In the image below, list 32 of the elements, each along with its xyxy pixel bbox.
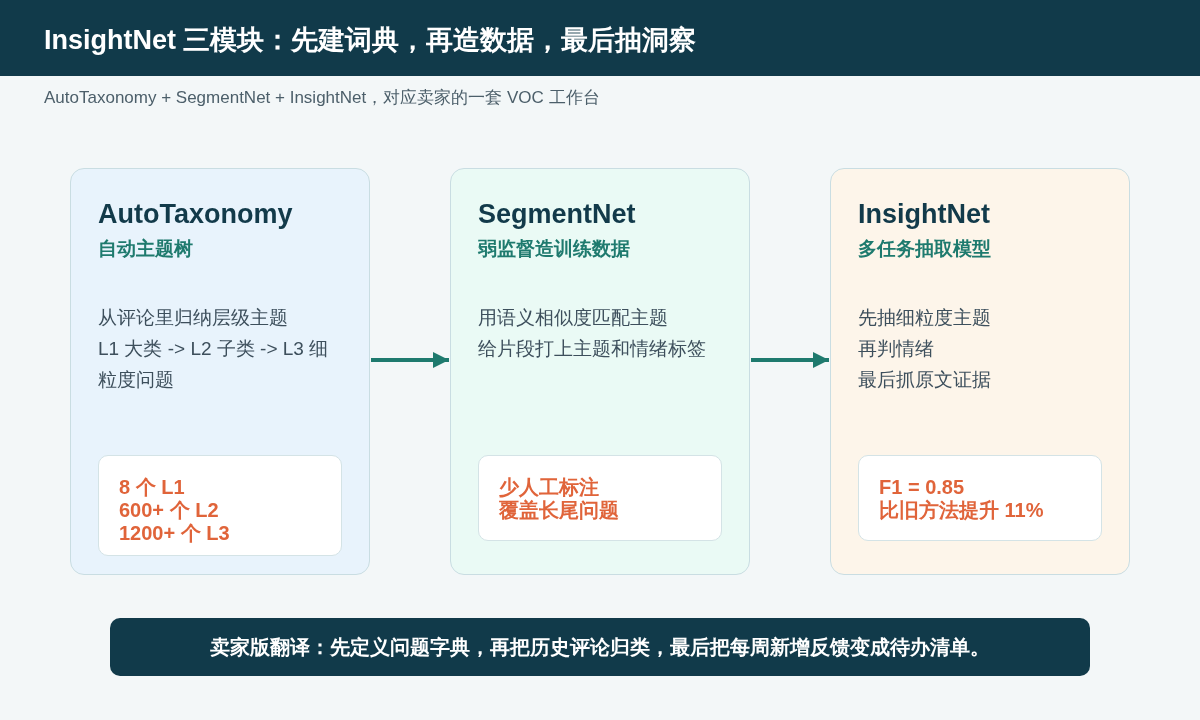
stat-card [858, 455, 1102, 541]
module-subtitle: 自动主题树 [98, 237, 194, 261]
module-description: 用语义相似度匹配主题 [478, 306, 669, 330]
stat-card [98, 455, 342, 556]
stat-text: 8 个 L1 [119, 476, 186, 499]
stat-text: 1200+ 个 L3 [119, 522, 231, 545]
module-card [70, 168, 370, 575]
stat-text: 覆盖长尾问题 [499, 499, 620, 522]
arrow [751, 352, 829, 368]
stat-text: F1 = 0.85 [879, 476, 966, 499]
page-title: InsightNet 三模块：先建词典，再造数据，最后抽洞察 [44, 24, 697, 57]
arrow [371, 352, 449, 368]
subtitle: AutoTaxonomy + SegmentNet + InsightNet，对应卖家的一套 VOC 工作台 [44, 87, 600, 109]
stat-card [478, 455, 722, 541]
module-card [450, 168, 750, 575]
module-title: InsightNet [858, 199, 991, 230]
module-description: 再判情绪 [858, 337, 935, 361]
module-description: 先抽细粒度主题 [858, 306, 992, 330]
stat-text: 600+ 个 L2 [119, 499, 220, 522]
module-subtitle: 多任务抽取模型 [858, 237, 992, 261]
module-description: L1 大类 -> L2 子类 -> L3 细粒度问题 [98, 337, 330, 392]
module-title: AutoTaxonomy [98, 199, 294, 230]
module-subtitle: 弱监督造训练数据 [478, 237, 631, 261]
module-description: 从评论里归纳层级主题 [98, 306, 289, 330]
summary-banner [110, 618, 1090, 676]
summary-text: 卖家版翻译：先定义问题字典，再把历史评论归类，最后把每周新增反馈变成待办清单。 [210, 634, 990, 660]
module-card [830, 168, 1130, 575]
stat-text: 少人工标注 [499, 476, 600, 499]
module-description: 最后抓原文证据 [858, 368, 992, 392]
module-description: 给片段打上主题和情绪标签 [478, 337, 707, 361]
stat-text: 比旧方法提升 11% [879, 499, 1045, 522]
module-title: SegmentNet [478, 199, 637, 230]
